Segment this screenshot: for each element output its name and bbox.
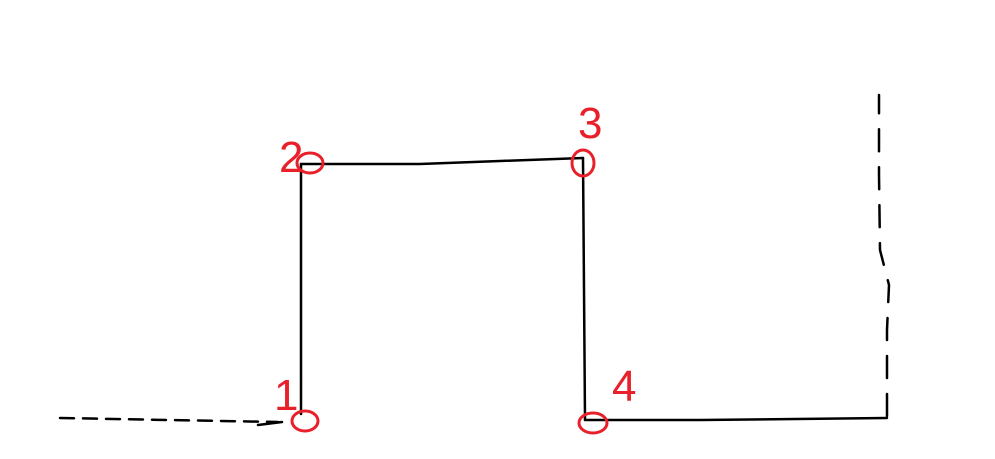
point-4-label: 4 bbox=[612, 362, 636, 411]
segment-2-to-3 bbox=[299, 156, 585, 166]
point-2-marker bbox=[295, 151, 325, 175]
point-3-label: 3 bbox=[578, 99, 602, 148]
point-4-marker bbox=[577, 411, 609, 435]
segment-3-to-4 bbox=[581, 156, 587, 422]
point-2-label: 2 bbox=[279, 133, 303, 182]
incoming-dashed-line bbox=[58, 416, 280, 424]
point-1-label: 1 bbox=[274, 371, 298, 420]
point-3-marker bbox=[570, 148, 596, 178]
segment-4-to-end bbox=[583, 416, 889, 422]
incoming-arrow-tip bbox=[256, 420, 284, 427]
outgoing-dashed-line bbox=[877, 93, 891, 418]
point-1-marker bbox=[290, 409, 320, 433]
